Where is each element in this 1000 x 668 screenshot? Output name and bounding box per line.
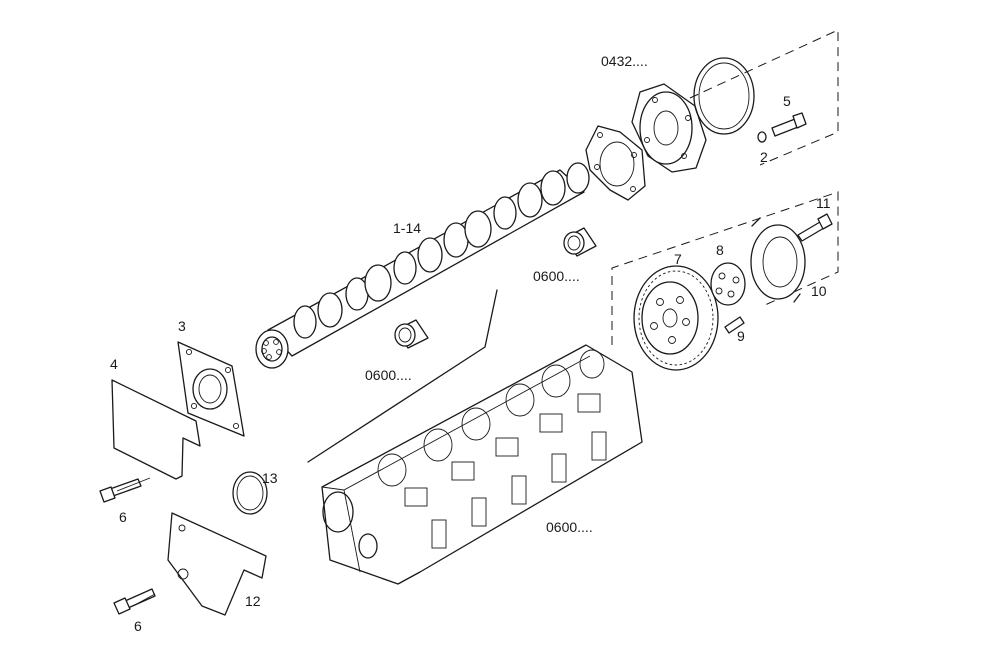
callout-ref-top: 0432.... xyxy=(601,53,648,69)
bushing-upper xyxy=(563,227,597,257)
callout-o-ring: 13 xyxy=(262,470,278,486)
callout-screw-top: 5 xyxy=(783,93,791,109)
screw-9 xyxy=(724,316,745,334)
screw-6-lower xyxy=(113,588,156,615)
callout-camshaft: 1-14 xyxy=(393,220,421,236)
callout-washer: 2 xyxy=(760,149,768,165)
front-housing xyxy=(631,83,707,173)
screw-5 xyxy=(771,112,807,137)
valve-seats xyxy=(377,349,605,487)
callout-bottom-bracket: 12 xyxy=(245,593,261,609)
seal-ring xyxy=(693,57,755,135)
gear-7 xyxy=(633,265,719,371)
callouts: 1-14 2 3 4 5 6 6 7 8 9 10 11 12 13 0432.… xyxy=(110,53,831,634)
callout-ref-bushing-lower: 0600.... xyxy=(365,367,412,383)
front-plate-gasket xyxy=(585,125,646,201)
callout-ref-head: 0600.... xyxy=(546,519,593,535)
bracket-plate-4 xyxy=(111,379,201,480)
callout-ref-bushing-upper: 0600.... xyxy=(533,268,580,284)
leader-lines xyxy=(116,477,156,607)
bracket-12 xyxy=(167,512,267,616)
callout-gear-cover: 10 xyxy=(811,283,827,299)
gear-cover-10 xyxy=(750,217,806,303)
cylinder-head xyxy=(321,344,643,585)
head-leader xyxy=(307,289,498,463)
washer-2 xyxy=(757,131,767,143)
o-ring-13 xyxy=(232,471,268,515)
side-ports xyxy=(431,431,607,549)
callout-screw-left-a: 6 xyxy=(119,509,127,525)
callout-screw-left-b: 6 xyxy=(134,618,142,634)
callout-bracket-plate: 4 xyxy=(110,356,118,372)
bushing-lower xyxy=(394,319,429,349)
callout-gear-screw: 9 xyxy=(737,328,745,344)
gear-group-boundary xyxy=(611,191,839,345)
callout-gear: 7 xyxy=(674,251,682,267)
callout-hub: 8 xyxy=(716,242,724,258)
rocker-studs xyxy=(404,393,601,507)
top-group-boundary xyxy=(689,29,839,166)
screw-11 xyxy=(797,213,833,242)
cover-plate-3 xyxy=(177,341,245,437)
hub-8 xyxy=(710,262,746,306)
camshaft xyxy=(255,162,590,369)
callout-cover-screw: 11 xyxy=(816,195,831,211)
callout-cover-plate: 3 xyxy=(178,318,186,334)
screw-6-upper xyxy=(99,478,142,503)
